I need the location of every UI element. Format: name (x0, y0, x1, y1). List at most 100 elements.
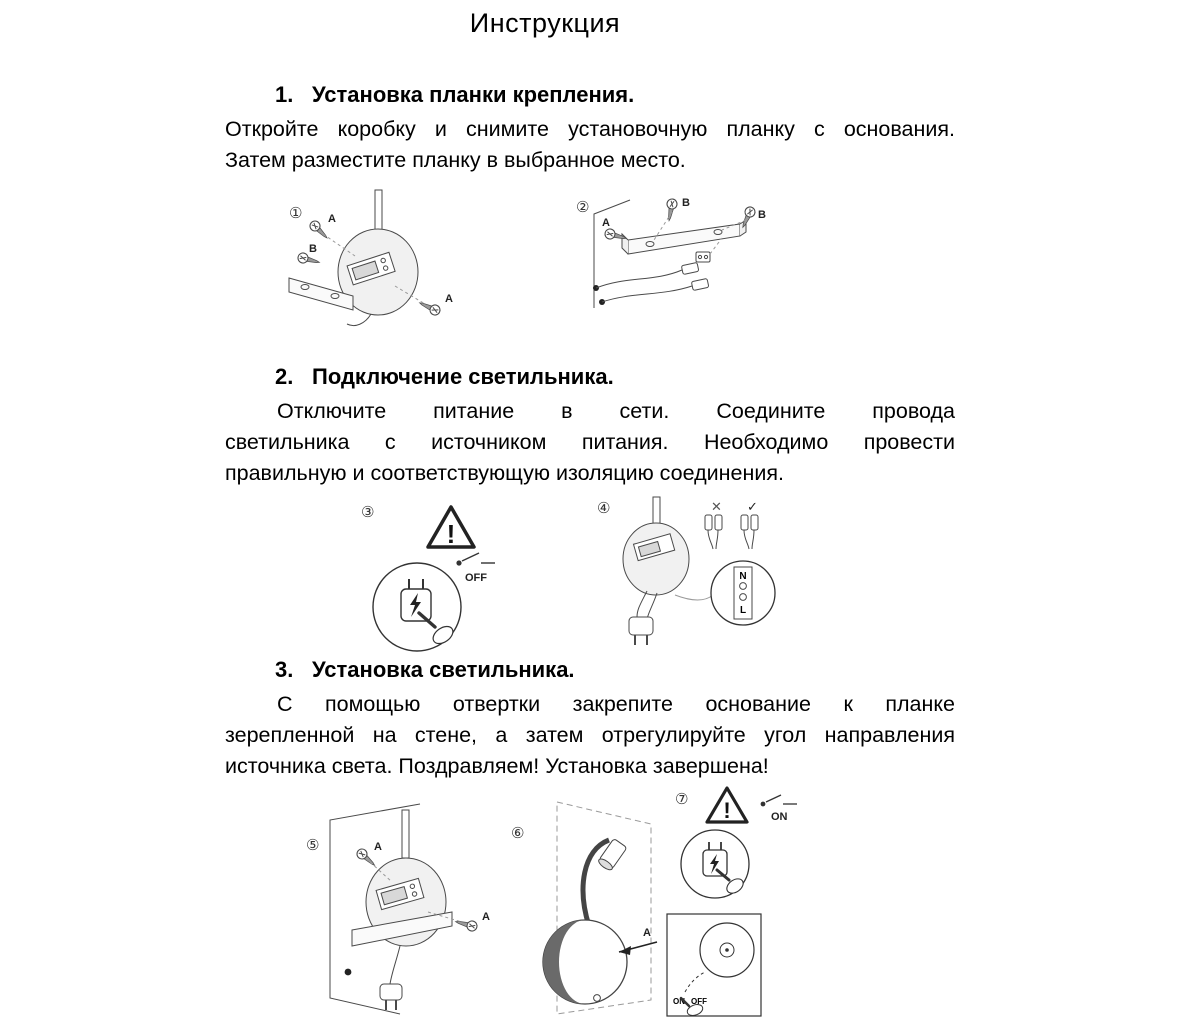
figure-3-power-off: ③ ! OFF (361, 504, 495, 652)
direction-arrow: A (618, 927, 658, 955)
figure-7-power-on: ⑦ ! ON (666, 786, 797, 1017)
section-3-number: 3. (275, 657, 294, 682)
paragraph-line: Отключите питание в сети. Соедините пров… (277, 399, 955, 423)
warning-triangle-icon: ! (426, 505, 476, 549)
figure-1-remove-plate: ① A B A (288, 189, 453, 327)
plate-flange (621, 232, 629, 255)
plug-icon (400, 579, 432, 622)
leader-line (369, 861, 393, 883)
leader-line (721, 219, 747, 231)
wire-connector (691, 278, 709, 291)
figure-7-number: ⑦ (675, 791, 688, 808)
screw-label-a: A (602, 217, 610, 229)
adjust-knob-dot (725, 948, 729, 952)
hand-icon (715, 868, 744, 894)
base-rim-shading (543, 920, 585, 1004)
lightning-icon (410, 593, 421, 617)
adjust-knob (719, 942, 735, 958)
plug-icon (379, 983, 403, 1010)
lightning-icon (710, 854, 719, 874)
plug-icon (628, 616, 654, 645)
paragraph-line: правильную и соответствующую изоляцию со… (225, 461, 784, 485)
switch-on-icon: ON (760, 794, 797, 823)
switch-off-icon: OFF (456, 552, 495, 584)
plate-hole (330, 293, 340, 299)
section-2-number: 2. (275, 364, 294, 389)
plug-icon (702, 842, 728, 877)
figures-row-2: ③ ! OFF (225, 496, 955, 653)
screw-label-a: A (374, 841, 382, 853)
warning-triangle-icon: ! (705, 786, 749, 824)
page-title: Инструкция (469, 8, 621, 38)
paragraph-line: Затем разместите планку в выбранное мест… (225, 148, 686, 172)
exclamation-glyph: ! (447, 519, 456, 549)
hand-icon (417, 611, 454, 645)
screw-label-b: B (682, 197, 690, 209)
switch-on-label: ON (771, 811, 788, 823)
terminal-block (375, 877, 425, 911)
wire (595, 269, 683, 289)
screw-label-a: A (445, 293, 453, 305)
section-1-paragraph: Откройте коробку и снимите установочную … (225, 114, 955, 176)
wire-connector (681, 262, 699, 275)
wire (636, 590, 648, 618)
paragraph-line: светильника с источником питания. Необхо… (225, 430, 955, 454)
connector-hole (703, 254, 709, 260)
mounting-plate (351, 911, 453, 947)
section-2-heading-text: Подключение светильника. (312, 364, 614, 389)
figure-6-number: ⑥ (511, 825, 524, 842)
plate-hole (645, 241, 655, 247)
figure-2-number: ② (576, 199, 589, 216)
section-1-heading: 1. Установка планки крепления. (225, 80, 955, 110)
connector-pair-right (740, 514, 759, 550)
leader-line (322, 233, 356, 257)
terminal-block (346, 251, 396, 286)
lamp-pole (401, 809, 410, 859)
figure-2-fix-plate: ② B B A (576, 197, 766, 308)
section-3-heading: 3. Установка светильника. (225, 655, 955, 685)
lamp-pole (652, 496, 661, 528)
leader-line (674, 594, 714, 601)
wire (601, 285, 693, 303)
section-1-heading-text: Установка планки крепления. (312, 82, 635, 107)
mounting-plate (627, 223, 741, 255)
screw-icon (453, 916, 479, 933)
figure-1-number: ① (289, 205, 302, 222)
wall-corner (593, 199, 631, 308)
figures-row-1: ① A B A (225, 189, 955, 338)
switch-off-label: OFF (465, 572, 487, 584)
lamp-head (598, 839, 627, 871)
wrong-mark: ✕ (711, 499, 722, 514)
section-2-heading: 2. Подключение светильника. (225, 362, 955, 392)
paragraph-line: Откройте коробку и снимите установочную … (225, 117, 955, 141)
screw-label-a: A (482, 911, 490, 923)
wall-screw-hole (344, 968, 352, 976)
paragraph-line: зерепленной на стене, а затем отрегулиру… (225, 723, 955, 747)
wire-end (599, 299, 605, 305)
connector-pair-wrong (704, 514, 723, 550)
mounting-plate (288, 277, 354, 311)
wire (346, 313, 372, 327)
terminal-n-label: N (739, 571, 746, 582)
section-1-number: 1. (275, 82, 294, 107)
arrow-label-a: A (643, 927, 651, 939)
wire (389, 945, 401, 985)
wire (646, 592, 658, 620)
lamp-pole (374, 189, 383, 235)
paragraph-line: источника света. Поздравляем! Установка … (225, 754, 769, 778)
figure-5-number: ⑤ (306, 837, 319, 854)
content-column: 1. Установка планки крепления. Откройте к… (225, 70, 955, 1017)
figure-4-connect-wires: ④ ✕ ✓ (597, 496, 776, 645)
terminal-detail: N L (733, 566, 753, 620)
section-3-heading-text: Установка светильника. (312, 657, 575, 682)
figure-4-number: ④ (597, 500, 610, 517)
leader-curve (684, 971, 706, 993)
connector-block (695, 251, 711, 263)
plate-hole (300, 284, 310, 290)
gooseneck-arm (580, 837, 611, 927)
section-3-paragraph: С помощью отвертки закрепите основание к… (225, 689, 955, 782)
screw-icon (416, 297, 443, 318)
paragraph-line: С помощью отвертки закрепите основание к… (277, 692, 955, 716)
screw-icon (663, 197, 679, 223)
lamp-base (622, 522, 690, 596)
